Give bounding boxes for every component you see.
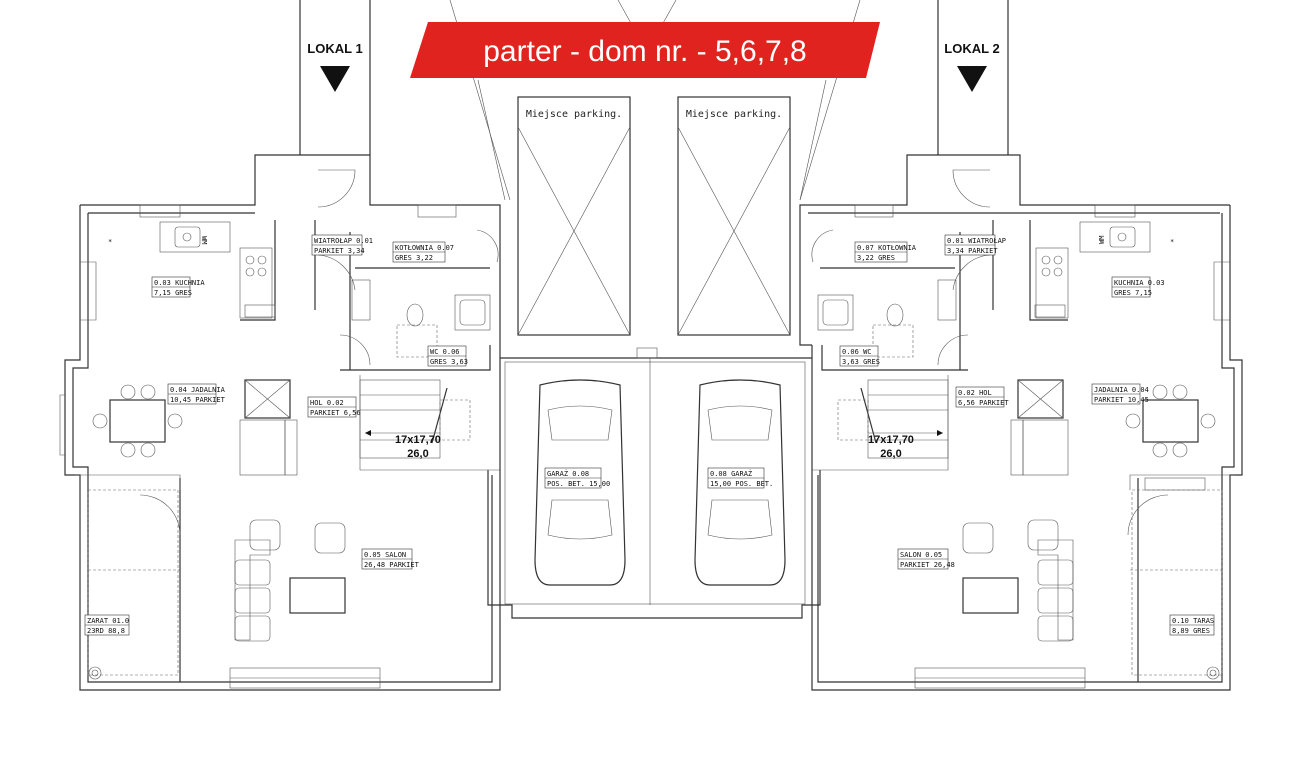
banner-title: parter - dom nr. - 5,6,7,8 <box>483 35 806 68</box>
stairs-left-label: 17x17,70 26,0 <box>365 430 441 460</box>
room-tag-line: KOTŁOWNIA 0.07 <box>395 244 454 252</box>
room-tag-r-wiatrolap: 0.01 WIATROŁAP 3,34 PARKIET <box>944 234 1006 256</box>
lokal-1-label: LOKAL 1 <box>307 41 362 56</box>
room-tag-l-taras: ZARAT 01.0 23RD 88,8 <box>84 614 130 636</box>
room-tag-line: GRES 7,15 <box>1114 289 1152 297</box>
parking-label-right: Miejsce parking. <box>686 109 782 120</box>
room-tag-line: PARKIET 3,34 <box>314 247 365 255</box>
lokal-2-marker: LOKAL 2 <box>944 41 1000 92</box>
room-tag-line: PARKIET 26,48 <box>900 561 955 569</box>
room-tag-line: 26,48 PARKIET <box>364 561 420 569</box>
room-tag-line: 3,22 GRES <box>857 254 895 262</box>
title-banner: parter - dom nr. - 5,6,7,8 <box>410 22 880 78</box>
svg-text:*: * <box>108 238 112 246</box>
room-tag-line: 0.06 WC <box>842 348 872 356</box>
wm-label-left: WM <box>200 236 208 244</box>
lokal-2-label: LOKAL 2 <box>944 41 999 56</box>
room-tag-line: 23RD 88,8 <box>87 627 125 635</box>
room-tag-r-taras: 0.10 TARAS 8,89 GRES <box>1169 614 1215 636</box>
room-tag-line: GRES 3,63 <box>430 358 468 366</box>
room-tag-line: 0.04 JADALNIA <box>170 386 226 394</box>
room-tag-line: PARKIET 6,56 <box>310 409 361 417</box>
lokal-1-marker: LOKAL 1 <box>307 41 363 92</box>
room-tag-r-kotlownia: 0.07 KOTŁOWNIA 3,22 GRES <box>854 241 917 263</box>
room-tag-line: 6,56 PARKIET <box>958 399 1009 407</box>
room-tag-l-kuchnia: 0.03 KUCHNIA 7,15 GRES <box>151 276 205 298</box>
svg-text:*: * <box>1170 238 1174 246</box>
stairs-right-dim: 17x17,70 <box>868 434 914 446</box>
room-tag-line: 7,15 GRES <box>154 289 192 297</box>
left-unit-walls: * WM <box>59 154 501 691</box>
right-unit-walls: * WM <box>799 154 1243 691</box>
room-tag-line: WIATROŁAP 0.01 <box>314 237 373 245</box>
room-tag-line: 0.10 TARAS <box>1172 617 1214 625</box>
room-tag-l-jadalnia: 0.04 JADALNIA 10,45 PARKIET <box>167 383 226 405</box>
room-tag-line: HOL 0.02 <box>310 399 344 407</box>
room-tag-line: 0.07 KOTŁOWNIA <box>857 244 917 252</box>
room-tag-line: 0.02 HOL <box>958 389 992 397</box>
room-tag-line: GARAŻ 0.08 <box>547 469 589 478</box>
parking-label-left: Miejsce parking. <box>526 109 622 120</box>
room-tag-line: 15,00 POS. BET. <box>710 480 773 488</box>
room-tag-r-garaz: 0.08 GARAŻ 15,00 POS. BET. <box>707 467 773 489</box>
room-tag-line: 0.05 SALON <box>364 551 406 559</box>
room-tags: 0.03 KUCHNIA 7,15 GRES WIATROŁAP 0.01PARKI… <box>84 234 1215 636</box>
room-tag-line: 10,45 PARKIET <box>170 396 226 404</box>
room-tag-l-salon: 0.05 SALON 26,48 PARKIET <box>361 548 420 570</box>
room-tag-line: KUCHNIA 0.03 <box>1114 279 1165 287</box>
room-tag-line: 0.01 WIATROŁAP <box>947 237 1006 245</box>
room-tag-line: 3,34 PARKIET <box>947 247 998 255</box>
room-tag-line: POS. BET. 15,00 <box>547 480 610 488</box>
room-tag-line: SALON 0.05 <box>900 551 942 559</box>
parking-spaces: Miejsce parking. Miejsce parking. <box>517 96 791 336</box>
room-tag-r-hol: 0.02 HOL 6,56 PARKIET <box>955 386 1009 408</box>
stairs-right-count: 26,0 <box>880 448 901 460</box>
room-tag-line: JADALNIA 0.04 <box>1094 386 1149 394</box>
wm-label-right: WM <box>1098 236 1106 244</box>
stairs-left-count: 26,0 <box>407 448 428 460</box>
room-tag-r-wc: 0.06 WC 3,63 GRES <box>839 345 880 367</box>
stairs-left-dim: 17x17,70 <box>395 434 441 446</box>
room-tag-line: 0.08 GARAŻ <box>710 469 752 478</box>
room-tag-line: WC 0.06 <box>430 348 460 356</box>
down-arrow-icon <box>957 66 987 92</box>
room-tag-line: ZARAT 01.0 <box>87 617 129 625</box>
garage <box>499 345 813 619</box>
room-tag-line: PARKIET 10,45 <box>1094 396 1149 404</box>
room-tag-line: GRES 3,22 <box>395 254 433 262</box>
room-tag-line: 0.03 KUCHNIA <box>154 279 205 287</box>
down-arrow-icon <box>320 66 350 92</box>
room-tag-line: 3,63 GRES <box>842 358 880 366</box>
stairs-right-label: 17x17,70 26,0 <box>868 430 943 460</box>
room-tag-line: 8,89 GRES <box>1172 627 1210 635</box>
